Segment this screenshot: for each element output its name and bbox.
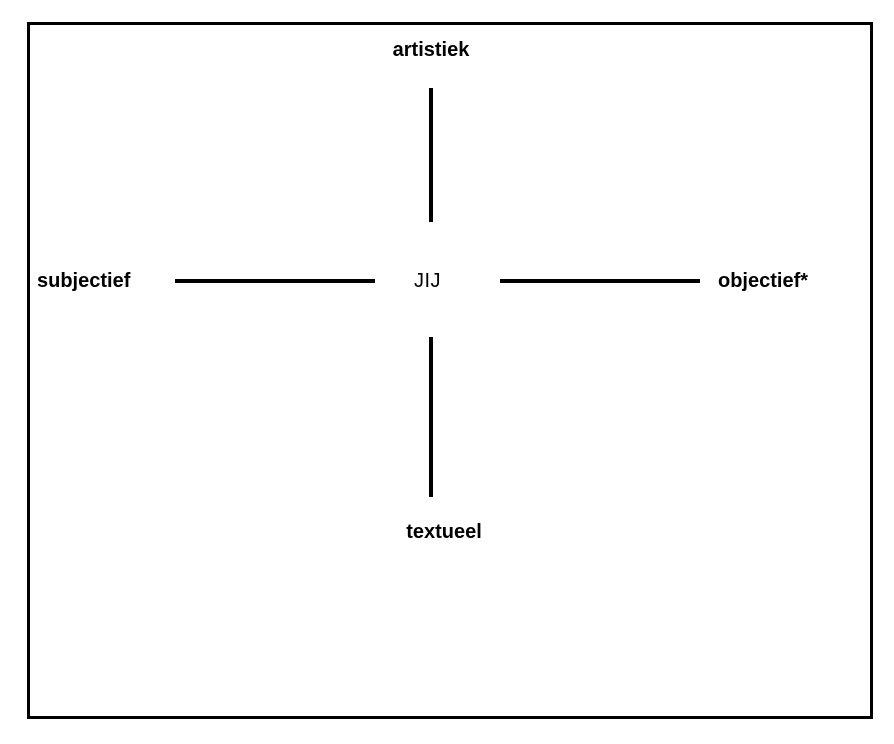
axis-label-objectief: objectief*: [718, 270, 809, 292]
vertical-axis-bottom-segment: [429, 337, 433, 497]
axis-label-textueel: textueel: [406, 521, 482, 543]
center-label-jij: JIJ: [414, 270, 442, 292]
diagram-frame: [27, 22, 873, 719]
vertical-axis-top-segment: [429, 88, 433, 222]
axis-label-subjectief: subjectief: [37, 270, 131, 292]
horizontal-axis-left-segment: [175, 279, 375, 283]
horizontal-axis-right-segment: [500, 279, 700, 283]
axis-label-artistiek: artistiek: [392, 39, 470, 61]
